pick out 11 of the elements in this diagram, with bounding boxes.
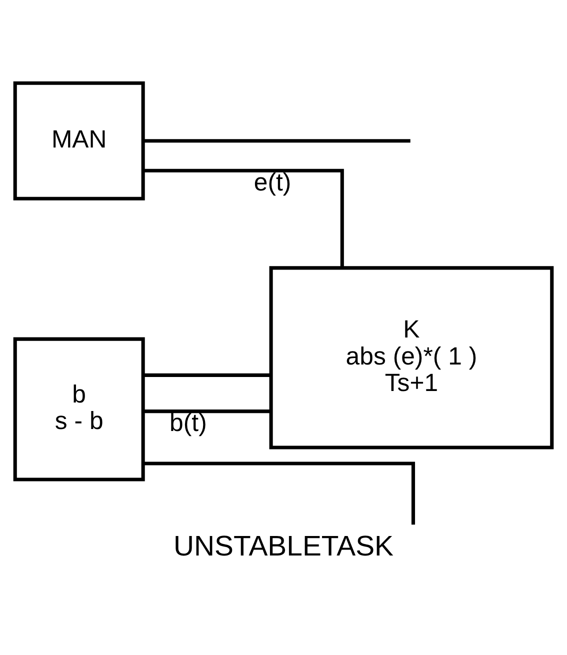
edge-label: e(t) — [254, 168, 292, 197]
connector — [144, 373, 271, 377]
node-box: K abs (e)*( 1 ) Ts+1 — [269, 266, 554, 450]
connector — [144, 462, 416, 525]
caption: UNSTABLETASK — [173, 530, 394, 563]
connector — [143, 139, 410, 143]
edge-label: b(t) — [170, 409, 207, 438]
connector — [143, 168, 344, 268]
node-box: b s - b — [13, 337, 145, 482]
connector — [143, 410, 271, 414]
node-box: MAN — [13, 81, 145, 200]
